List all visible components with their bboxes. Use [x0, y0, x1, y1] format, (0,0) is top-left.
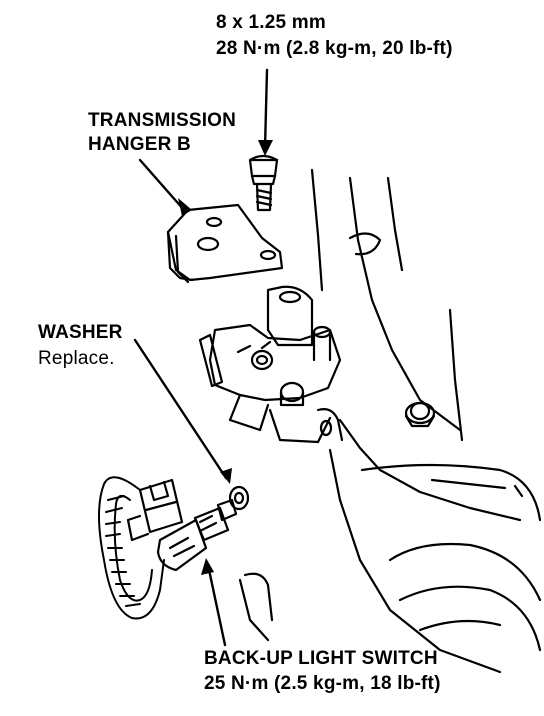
hanger-label-line2: HANGER B	[88, 134, 191, 155]
bolt-leader-line	[263, 68, 269, 150]
case-bolt-icon	[404, 401, 436, 428]
switch-name-label: BACK-UP LIGHT SWITCH	[204, 648, 438, 669]
washer-leader-line	[133, 338, 228, 480]
switch-leader-line	[206, 563, 227, 647]
mount-bracket	[198, 285, 344, 444]
hanger-label-line1: TRANSMISSION	[88, 110, 237, 131]
transmission-hanger-b	[166, 203, 284, 284]
leader-lines	[133, 68, 269, 647]
transmission-case	[238, 168, 542, 674]
backup-light-switch-icon	[156, 485, 250, 572]
switch-torque-label: 25 N·m (2.5 kg-m, 18 lb-ft)	[204, 673, 441, 694]
hanger-leader-line	[138, 158, 186, 212]
bolt-torque-label: 28 N·m (2.8 kg-m, 20 lb-ft)	[216, 38, 453, 59]
wire-harness	[98, 476, 165, 620]
arrow-heads	[178, 140, 273, 575]
mounting-bolt-icon	[248, 154, 279, 212]
washer-label: WASHER	[38, 322, 123, 343]
connector-icon	[126, 478, 184, 542]
bolt-size-label: 8 x 1.25 mm	[216, 12, 326, 33]
washer-note: Replace.	[38, 348, 115, 369]
